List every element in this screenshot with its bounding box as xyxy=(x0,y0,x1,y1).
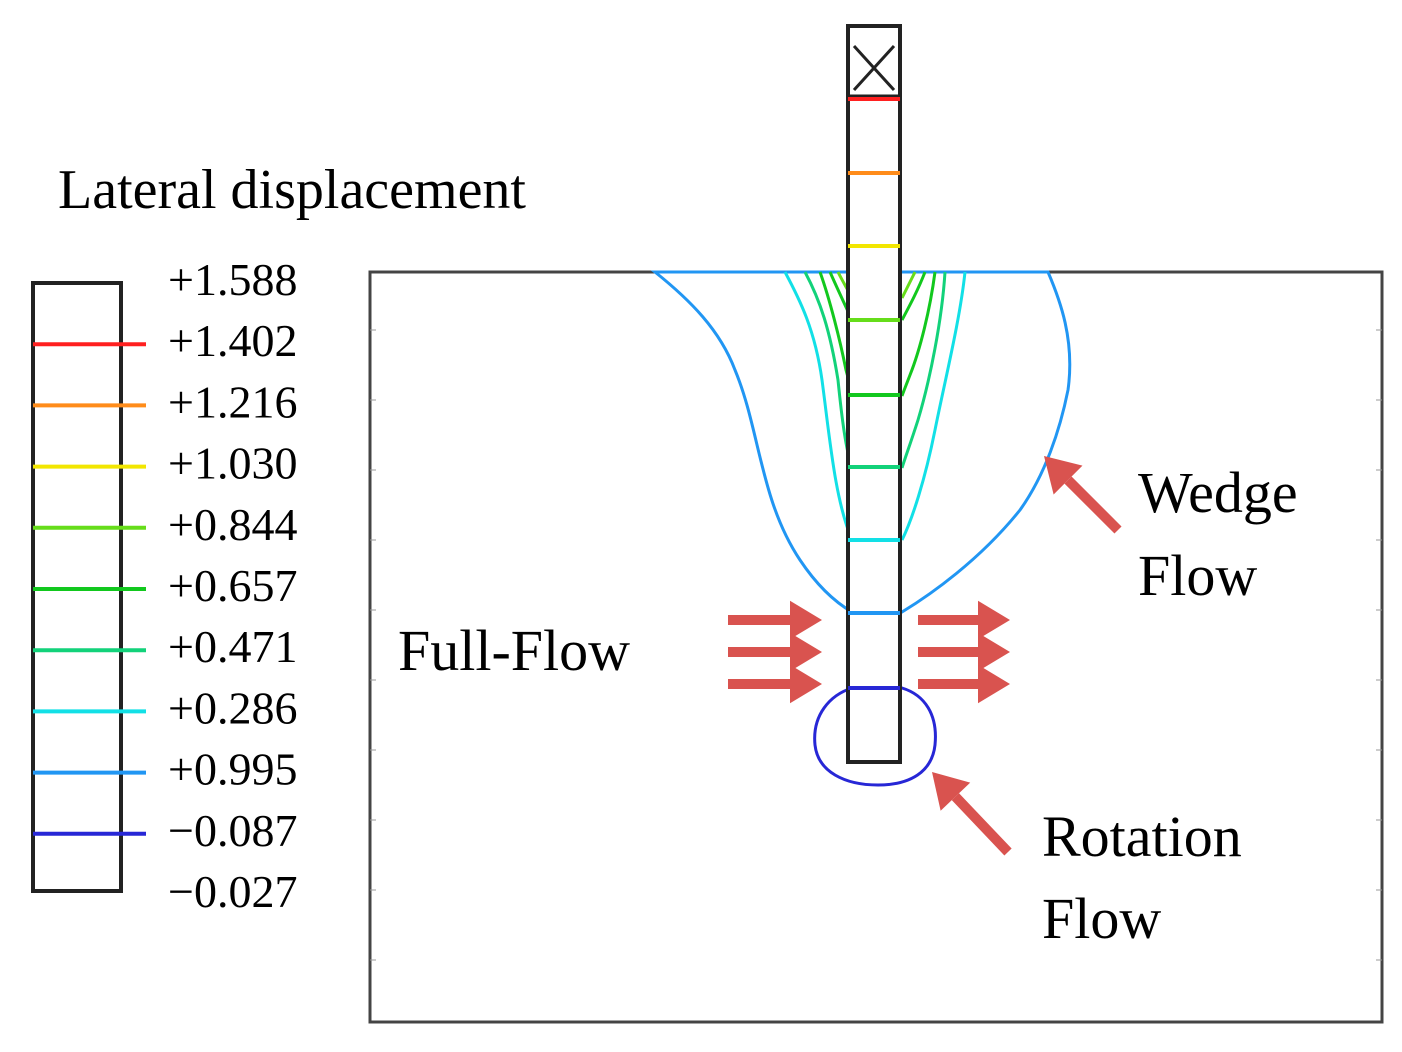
legend-label-9: −0.087 xyxy=(168,805,297,856)
legend-label-4: +0.844 xyxy=(168,499,297,550)
legend-label-8: +0.995 xyxy=(168,744,297,795)
legend-label-0: +1.588 xyxy=(168,254,297,305)
legend-title: Lateral displacement xyxy=(58,159,526,221)
rotation-flow-arrow-head xyxy=(932,772,971,811)
legend-color-lines xyxy=(33,342,146,836)
contour-cyan-right xyxy=(900,271,967,541)
full-flow-arrow-right-1-head xyxy=(978,632,1010,672)
rotation-flow-arrow-shaft xyxy=(951,793,1012,856)
legend-label-10: −0.027 xyxy=(168,866,297,917)
legend-label-6: +0.471 xyxy=(168,621,297,672)
pile-contour-marks xyxy=(848,97,900,690)
flow-arrows xyxy=(728,456,1122,856)
legend: +1.588 +1.402 +1.216 +1.030 +0.844 +0.657 +0.4… xyxy=(31,254,297,917)
pile-cap-cross-b xyxy=(852,44,896,92)
rotation-flow-label-1: Rotation xyxy=(1042,804,1242,869)
mesh-ticks xyxy=(370,329,1382,961)
contour-lines xyxy=(650,270,1072,787)
contour-rotation-loop xyxy=(813,686,937,787)
contour-green-right xyxy=(900,271,937,397)
legend-label-5: +0.657 xyxy=(168,560,297,611)
legend-label-1: +1.402 xyxy=(168,315,297,366)
full-flow-label: Full-Flow xyxy=(398,618,630,683)
contour-lime-right xyxy=(900,271,917,299)
full-flow-arrow-left-0-head xyxy=(790,600,822,640)
full-flow-arrow-left-1-head xyxy=(790,632,822,672)
full-flow-arrow-right-2-head xyxy=(978,664,1010,704)
contour-cyan-left xyxy=(783,271,854,541)
rotation-flow-label-2: Flow xyxy=(1042,886,1161,951)
legend-label-3: +1.030 xyxy=(168,438,297,489)
full-flow-arrow-right-0-head xyxy=(978,600,1010,640)
legend-label-2: +1.216 xyxy=(168,376,297,427)
legend-label-7: +0.286 xyxy=(168,682,297,733)
wedge-flow-arrow-shaft xyxy=(1064,476,1122,534)
legend-labels: +1.588 +1.402 +1.216 +1.030 +0.844 +0.657 +0.4… xyxy=(168,254,297,917)
contour-green-right-2 xyxy=(900,271,927,321)
wedge-flow-label-1: Wedge xyxy=(1138,460,1298,525)
wedge-flow-arrow-head xyxy=(1044,456,1083,495)
wedge-flow-label-2: Flow xyxy=(1138,543,1257,608)
contour-teal-right xyxy=(900,271,947,469)
pile xyxy=(846,24,902,764)
full-flow-arrow-left-2-head xyxy=(790,664,822,704)
contour-wedge-outer xyxy=(650,270,1072,614)
